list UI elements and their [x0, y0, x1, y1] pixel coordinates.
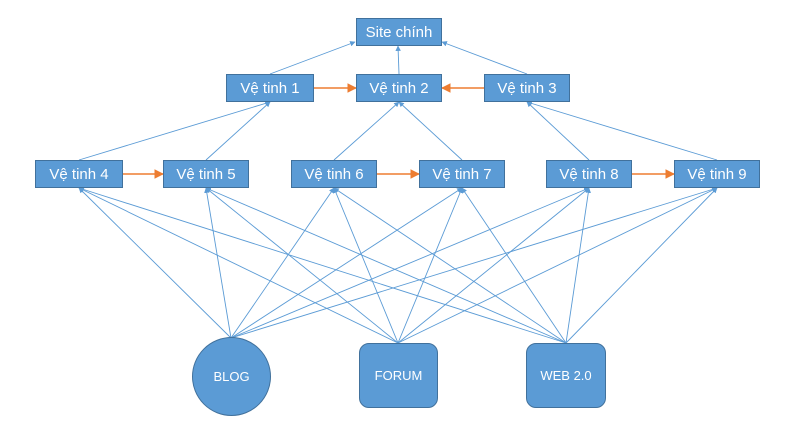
- edge-web20-to-v4: [78, 186, 567, 344]
- edge-forum-to-v8: [397, 187, 590, 344]
- edge-forum-to-v7: [397, 187, 463, 344]
- edge-forum-to-v5: [205, 187, 399, 344]
- edge-v7-to-v2: [398, 101, 463, 161]
- edge-v4-to-v1: [78, 100, 271, 161]
- edge-web20-to-v5: [205, 187, 567, 344]
- edge-blog-to-v8: [230, 187, 590, 339]
- site-chinh-node: Site chính: [356, 18, 442, 46]
- edge-v5-to-v1: [205, 101, 271, 161]
- edge-web20-to-v7: [461, 187, 567, 344]
- ve-tinh-8-node: Vệ tinh 8: [546, 160, 632, 188]
- edge-blog-to-v7: [230, 187, 463, 339]
- ve-tinh-7-node: Vệ tinh 7: [419, 160, 505, 188]
- edge-blog-to-v5: [204, 187, 232, 339]
- ve-tinh-3-node: Vệ tinh 3: [484, 74, 570, 102]
- ve-tinh-5-node: Vệ tinh 5: [163, 160, 249, 188]
- ve-tinh-4-node: Vệ tinh 4: [35, 160, 123, 188]
- ve-tinh-6-node: Vệ tinh 6: [291, 160, 377, 188]
- edge-v3-to-main: [441, 41, 528, 75]
- edge-forum-to-v9: [397, 187, 718, 344]
- ve-tinh-2-node: Vệ tinh 2: [356, 74, 442, 102]
- edge-web20-to-v9: [565, 187, 718, 344]
- edge-forum-to-v6: [333, 187, 399, 344]
- ve-tinh-1-node: Vệ tinh 1: [226, 74, 314, 102]
- forum-node: FORUM: [359, 343, 438, 408]
- edge-v1-to-main: [269, 41, 356, 75]
- edge-forum-to-v4: [78, 187, 399, 344]
- edge-blog-to-v9: [230, 186, 718, 339]
- edge-blog-to-v4: [78, 187, 232, 339]
- edge-v8-to-v3: [526, 101, 590, 161]
- edge-web20-to-v6: [333, 187, 567, 344]
- edge-v9-to-v3: [526, 100, 718, 161]
- edge-web20-to-v8: [565, 187, 591, 344]
- blog-node: BLOG: [192, 337, 271, 416]
- edge-v2-to-main: [395, 45, 401, 75]
- edge-blog-to-v6: [230, 187, 335, 339]
- ve-tinh-9-node: Vệ tinh 9: [674, 160, 760, 188]
- web-2-0-node: WEB 2.0: [526, 343, 606, 408]
- edge-v6-to-v2: [333, 101, 400, 161]
